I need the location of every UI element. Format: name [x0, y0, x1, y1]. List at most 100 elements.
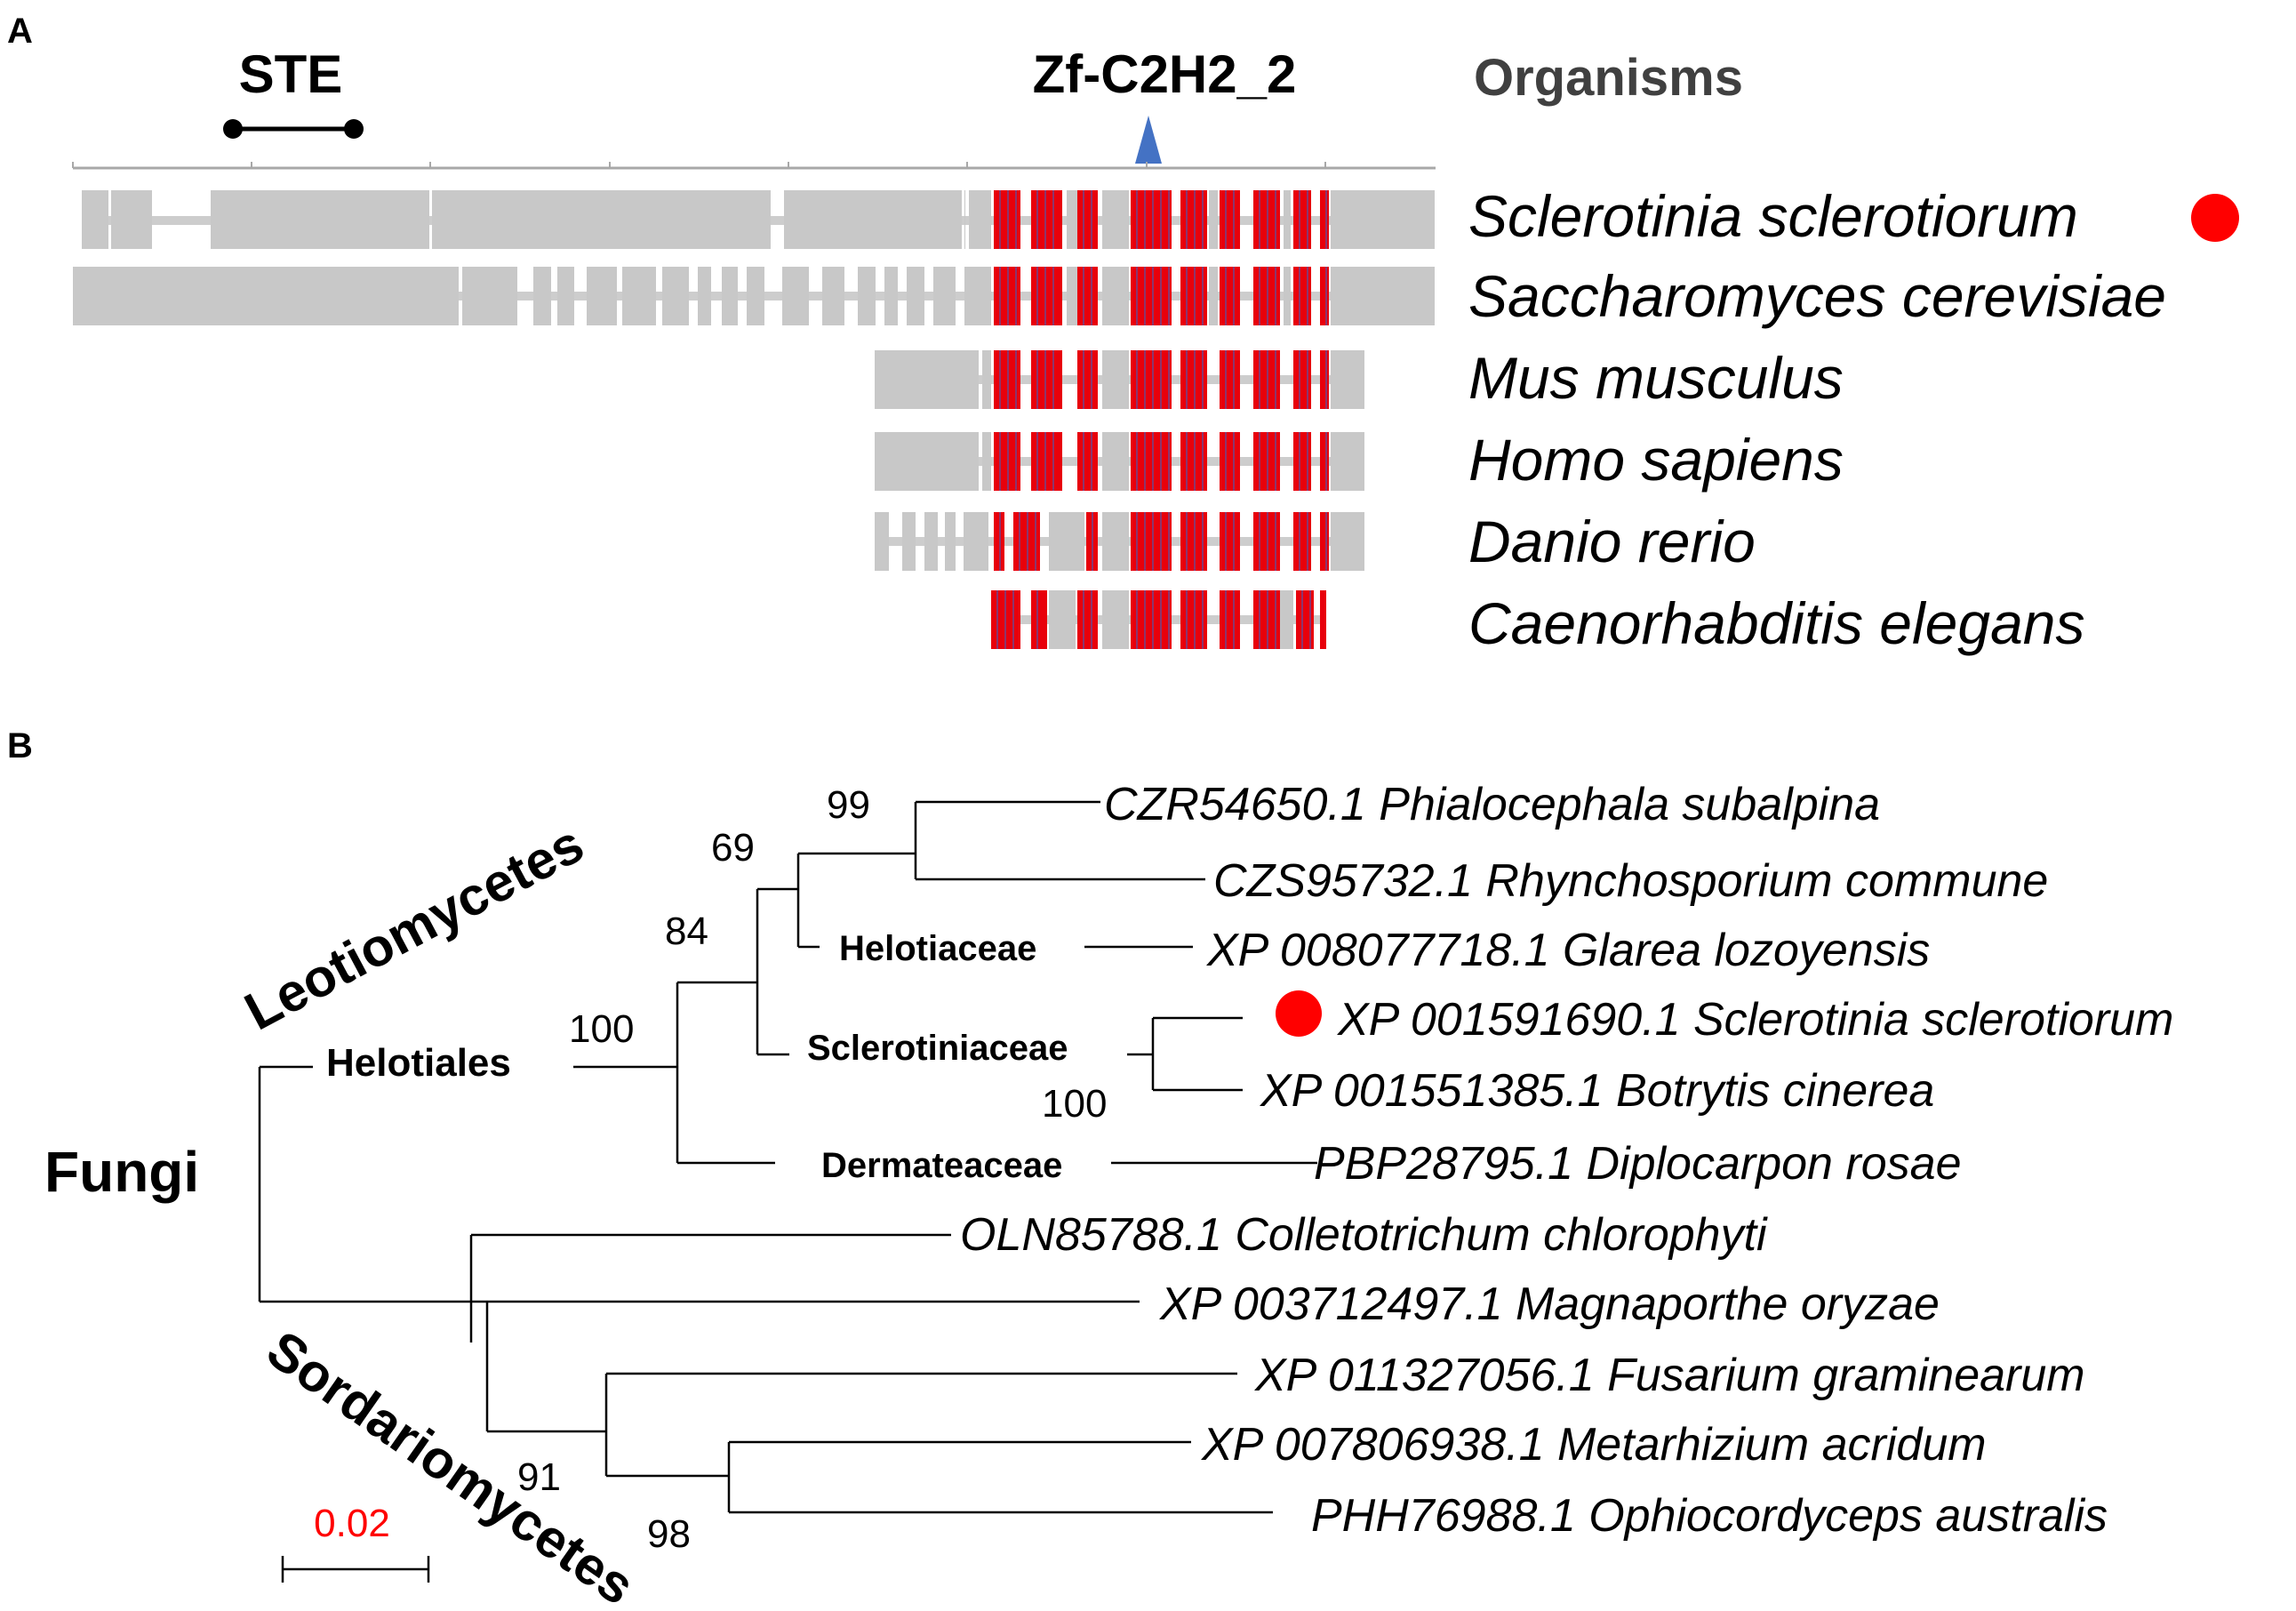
ste-range-marker: [223, 119, 364, 139]
residue-stripe: [1007, 190, 1009, 249]
residue-stripe: [996, 590, 998, 649]
residue-stripe: [1267, 432, 1268, 491]
residue-stripe: [1152, 432, 1154, 491]
residue-stripe: [1160, 590, 1162, 649]
gray-block: [902, 512, 916, 571]
residue-stripe: [1152, 267, 1154, 325]
residue-stripe: [1194, 190, 1196, 249]
residue-stripe: [1259, 512, 1260, 571]
residue-stripe: [1194, 512, 1196, 571]
gray-block: [964, 512, 988, 571]
residue-stripe: [1152, 350, 1154, 409]
residue-stripe: [1267, 590, 1268, 649]
gray-block: [1331, 350, 1364, 409]
bootstrap-value: 98: [647, 1512, 691, 1556]
conserved-block: [1320, 590, 1326, 649]
residue-stripe: [1307, 190, 1308, 249]
residue-stripe: [1301, 590, 1303, 649]
residue-stripe: [1275, 190, 1276, 249]
residue-stripe: [999, 512, 1001, 571]
zf-position-triangle: [1135, 116, 1162, 164]
taxon-label: PHH76988.1 Ophiocordyceps australis: [1311, 1490, 2108, 1542]
residue-stripe: [1015, 432, 1017, 491]
residue-stripe: [1027, 512, 1028, 571]
residue-stripe: [1186, 432, 1188, 491]
residue-stripe: [1092, 512, 1093, 571]
conserved-block: [1077, 432, 1098, 491]
gray-block: [1102, 590, 1129, 649]
residue-stripe: [1299, 512, 1300, 571]
residue-stripe: [1083, 432, 1084, 491]
residue-stripe: [1036, 432, 1038, 491]
gray-block: [858, 267, 876, 325]
residue-stripe: [1083, 190, 1084, 249]
residue-stripe: [1168, 432, 1170, 491]
residue-stripe: [1202, 590, 1204, 649]
residue-stripe: [1091, 432, 1092, 491]
conserved-block: [1320, 432, 1329, 491]
residue-stripe: [1267, 512, 1268, 571]
highlight-dot: [2191, 194, 2239, 242]
residue-stripe: [1083, 267, 1084, 325]
class-label-sordariomycetes: Sordariomycetes: [257, 1319, 645, 1611]
residue-stripe: [1083, 350, 1084, 409]
residue-stripe: [1007, 267, 1009, 325]
residue-stripe: [1052, 267, 1054, 325]
conserved-block: [1031, 590, 1047, 649]
residue-stripe: [1019, 512, 1020, 571]
phylogenetic-tree: [258, 800, 1317, 1514]
residue-stripe: [1136, 432, 1138, 491]
residue-stripe: [1168, 190, 1170, 249]
residue-stripe: [1052, 350, 1054, 409]
gray-block: [1331, 267, 1435, 325]
bootstrap-value: 99: [827, 783, 870, 827]
gray-block: [907, 267, 924, 325]
residue-stripe: [1233, 512, 1235, 571]
residue-stripe: [1144, 432, 1146, 491]
residue-stripe: [1202, 190, 1204, 249]
residue-stripe: [1299, 350, 1300, 409]
residue-stripe: [1233, 432, 1235, 491]
residue-stripe: [1194, 432, 1196, 491]
bootstrap-value: 91: [517, 1455, 561, 1499]
gray-block: [924, 512, 938, 571]
gray-block: [982, 350, 991, 409]
organism-label: Saccharomyces cerevisiae: [1468, 263, 2166, 329]
residue-stripe: [1325, 190, 1327, 249]
residue-stripe: [1275, 267, 1276, 325]
residue-stripe: [1259, 190, 1260, 249]
gray-block: [587, 267, 617, 325]
residue-stripe: [1225, 350, 1227, 409]
residue-stripe: [1136, 590, 1138, 649]
residue-stripe: [1194, 590, 1196, 649]
residue-stripe: [1152, 590, 1154, 649]
residue-stripe: [1044, 350, 1046, 409]
residue-stripe: [1275, 512, 1276, 571]
gray-block: [662, 267, 689, 325]
residue-stripe: [1012, 590, 1014, 649]
residue-stripe: [1233, 267, 1235, 325]
residue-stripe: [1186, 190, 1188, 249]
residue-stripe: [1083, 590, 1084, 649]
kingdom-label-fungi: Fungi: [44, 1140, 199, 1204]
organism-label: Danio rerio: [1468, 509, 1756, 574]
conserved-block: [1077, 267, 1098, 325]
residue-stripe: [1144, 512, 1146, 571]
residue-stripe: [1225, 432, 1227, 491]
residue-stripe: [1168, 512, 1170, 571]
panel-b: B: [7, 726, 2173, 1611]
residue-stripe: [999, 350, 1001, 409]
residue-stripe: [999, 190, 1001, 249]
gray-block: [1102, 190, 1129, 249]
conserved-block: [1220, 350, 1240, 409]
gray-block: [698, 267, 711, 325]
taxon-label: CZR54650.1 Phialocephala subalpina: [1104, 779, 1880, 830]
residue-stripe: [1186, 590, 1188, 649]
gray-block: [1049, 512, 1084, 571]
gray-block: [533, 267, 551, 325]
scale-bar: 0.02: [281, 1502, 430, 1583]
residue-stripe: [1144, 350, 1146, 409]
conserved-block: [1031, 267, 1062, 325]
residue-stripe: [1325, 267, 1327, 325]
conserved-block: [1031, 350, 1062, 409]
